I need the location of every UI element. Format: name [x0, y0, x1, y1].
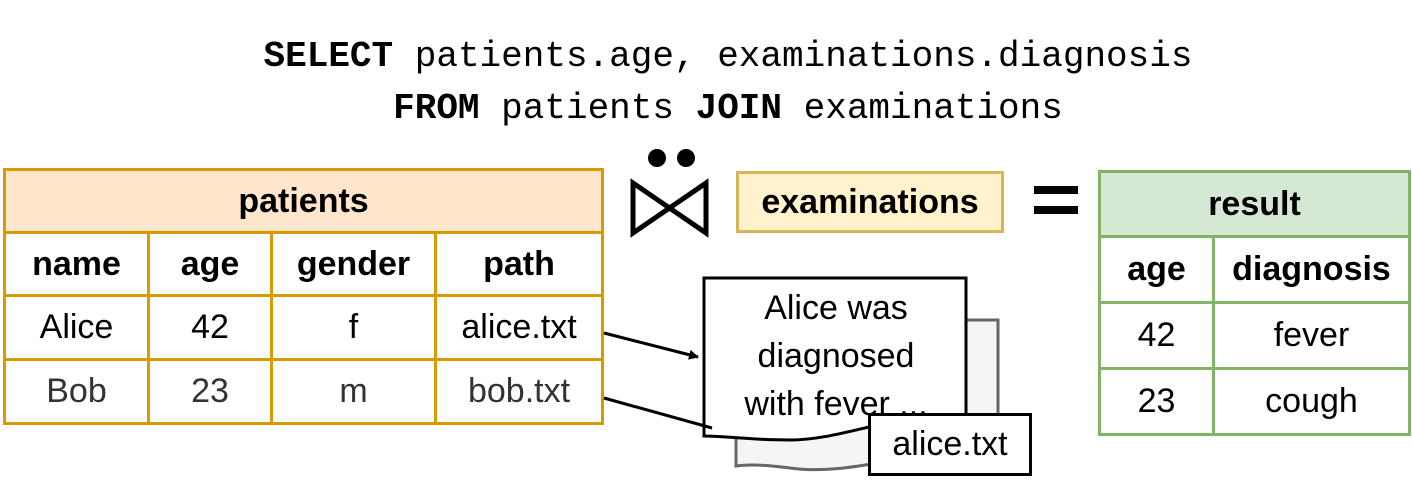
column-header-path: path	[433, 231, 605, 297]
cell-path: alice.txt	[433, 294, 605, 361]
column-header-gender: gender	[270, 231, 437, 297]
join-symbol-icon	[630, 149, 709, 238]
result-table: result age diagnosis 42 fever 23 cough	[1098, 170, 1411, 436]
patients-table-title: patients	[2, 168, 605, 234]
sql-keyword-select: SELECT	[263, 36, 394, 77]
sql-keyword-from: FROM	[393, 88, 480, 129]
sql-join-table: examinations	[782, 88, 1063, 129]
examinations-table-box: examinations	[736, 171, 1004, 233]
table-row: 42 fever	[1098, 301, 1411, 370]
sql-from-line: FROM patients JOIN examinations	[0, 88, 1412, 129]
sql-keyword-join: JOIN	[695, 88, 783, 129]
cell-age: 42	[147, 294, 273, 361]
cell-name: Bob	[3, 358, 150, 425]
column-header-age: age	[147, 231, 273, 297]
path-link-arrow	[603, 331, 699, 360]
sql-select-line: SELECT patients.age, examinations.diagno…	[0, 36, 1412, 77]
document-line: Alice was	[764, 289, 908, 327]
document-text: Alice was diagnosed with fever ...	[706, 284, 966, 428]
cell-gender: f	[270, 294, 437, 361]
document-filename-label: alice.txt	[868, 413, 1032, 476]
result-header-row: age diagnosis	[1098, 235, 1411, 304]
table-row: 23 cough	[1098, 367, 1411, 436]
column-header-age: age	[1098, 235, 1215, 304]
result-table-title: result	[1098, 170, 1411, 238]
column-header-name: name	[3, 231, 150, 297]
sql-select-columns: patients.age, examinations.diagnosis	[393, 36, 1193, 77]
patients-header-row: name age gender path	[3, 231, 605, 297]
cell-gender: m	[270, 358, 437, 425]
document-line: diagnosed	[757, 337, 915, 375]
cell-diagnosis: fever	[1212, 301, 1411, 370]
cell-diagnosis: cough	[1212, 367, 1411, 436]
cell-age: 23	[147, 358, 273, 425]
sql-from-table: patients	[479, 88, 696, 129]
table-row: Alice 42 f alice.txt	[3, 294, 605, 361]
cell-age: 23	[1098, 367, 1215, 436]
column-header-diagnosis: diagnosis	[1212, 235, 1411, 304]
cell-path: bob.txt	[433, 358, 605, 425]
patients-table: patients name age gender path Alice 42 f…	[2, 168, 605, 425]
cell-age: 42	[1098, 301, 1215, 370]
equals-sign-icon	[1034, 186, 1078, 214]
path-link-line	[603, 396, 713, 430]
table-row: Bob 23 m bob.txt	[3, 358, 605, 425]
cell-name: Alice	[3, 294, 150, 361]
